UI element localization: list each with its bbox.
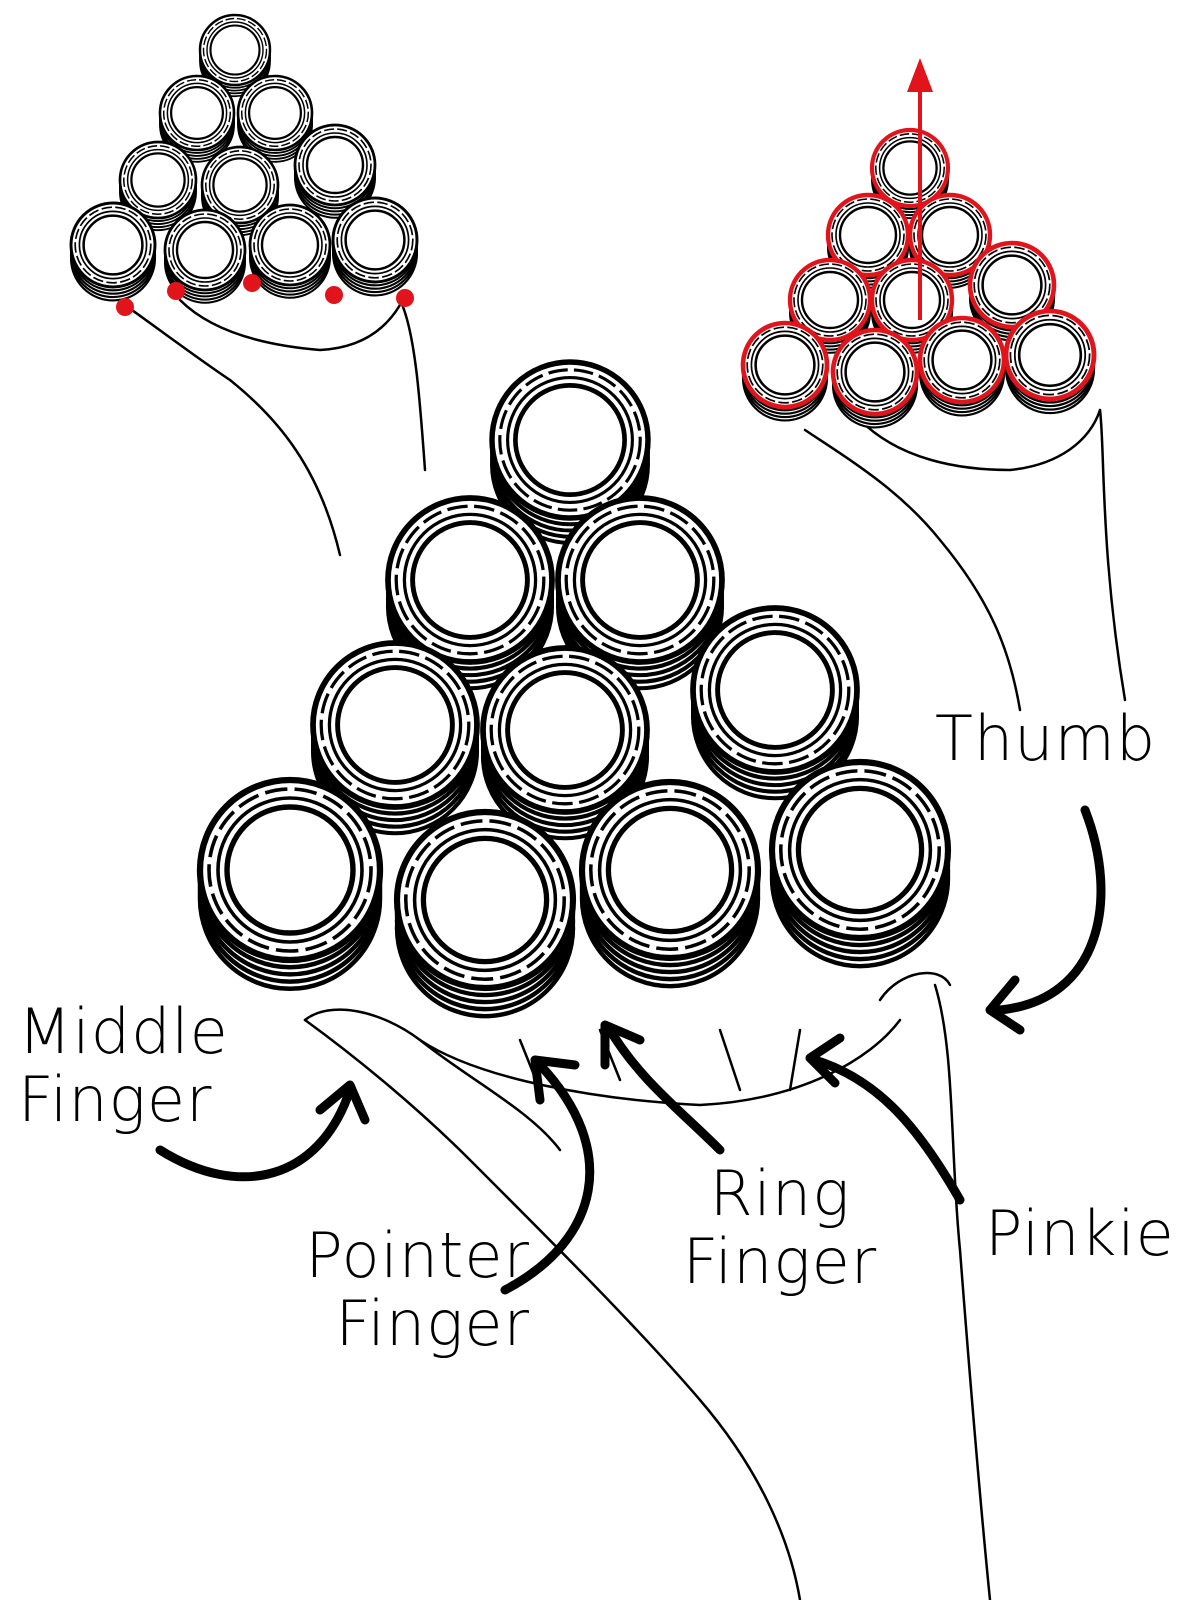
red-dot-marker: [116, 298, 134, 316]
middle-arrow: [155, 1085, 355, 1182]
red-dot-marker: [243, 274, 261, 292]
chip-stack-icon: [331, 196, 419, 297]
chip-stack-icon: [917, 315, 1007, 417]
hand-outlines: [123, 298, 1127, 1600]
chip-stack-icon: [385, 495, 555, 691]
chip-stack-icon: [690, 605, 860, 801]
chip-stack-icon: [248, 203, 332, 299]
chip-stack-icon: [1003, 308, 1097, 415]
chip-stack-icon: [555, 495, 725, 691]
chip-stack-icon: [158, 74, 236, 163]
red-dot-marker: [396, 289, 414, 307]
red-dot-marker: [325, 286, 343, 304]
chip-stack-icon: [393, 808, 577, 1019]
label-pointer-finger: Pointer Finger: [305, 1219, 530, 1360]
chip-stack-icon: [198, 13, 272, 98]
chip-stack-icon: [967, 240, 1057, 342]
chip-stack-icon: [293, 123, 377, 219]
thumb-arrow: [995, 805, 1106, 1015]
label-pinkie: Pinkie: [985, 1197, 1175, 1270]
chip-stack-icon: [310, 640, 480, 836]
chip-stack-icon: [768, 758, 952, 969]
chip-stack-icon: [200, 145, 280, 237]
chip-stacks: [69, 13, 1097, 1019]
chip-stack-icon: [578, 778, 762, 989]
chip-stack-icon: [69, 201, 157, 302]
chip-stack-icon: [163, 208, 247, 304]
chip-stack-icon: [740, 320, 830, 422]
label-ring-finger: Ring Finger: [682, 1157, 878, 1298]
pointer-arrow: [500, 1060, 595, 1295]
chip-stack-icon: [480, 645, 650, 841]
chip-stack-icon: [869, 127, 951, 220]
ring-arrow: [605, 1025, 725, 1155]
chip-stack-icon: [196, 776, 384, 992]
curved-arrows: [155, 805, 1106, 1295]
chip-stack-icon: [830, 327, 920, 429]
chip-stack-icon: [118, 140, 198, 232]
label-middle-finger: Middle Finger: [18, 995, 229, 1136]
pinkie-arrow: [810, 1055, 965, 1205]
red-dot-marker: [167, 282, 185, 300]
red-arrowhead: [907, 58, 933, 92]
chip-stack-icon: [236, 74, 314, 163]
label-thumb: Thumb: [935, 702, 1157, 775]
red-markers: [116, 58, 933, 320]
